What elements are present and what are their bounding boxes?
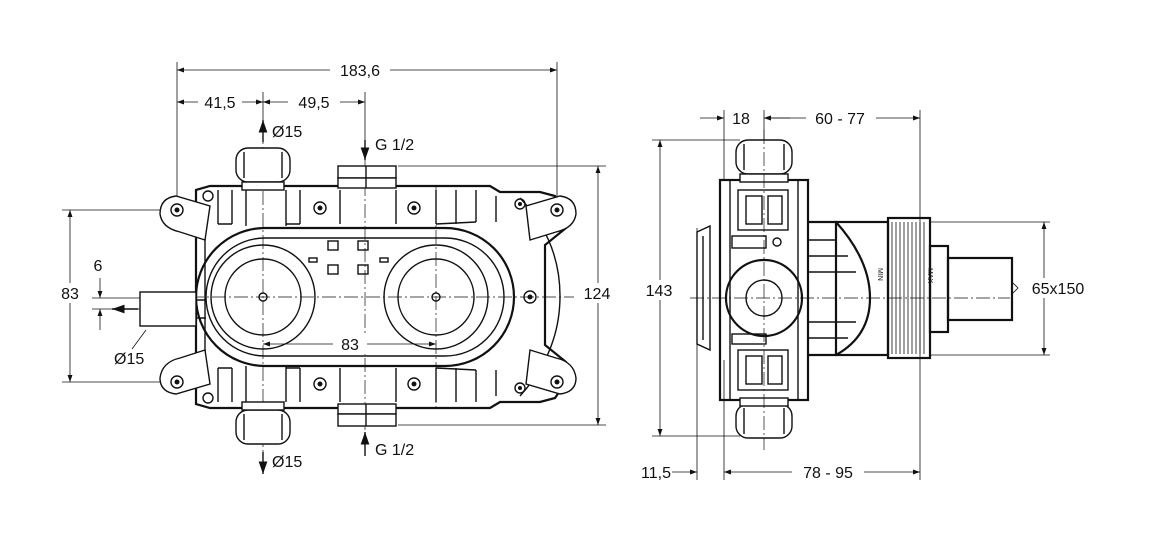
dim-11-5: 11,5 — [641, 465, 671, 482]
mount-ear-top-right — [525, 195, 577, 241]
dim-bg — [330, 60, 390, 80]
screw-dot — [317, 381, 323, 387]
dim-depth-range: 60 - 77 — [815, 111, 865, 128]
top-outlet-fitting — [235, 147, 291, 191]
dim-bg — [806, 108, 876, 128]
center-squares — [308, 240, 389, 275]
dim-box: 65x150 — [1032, 281, 1085, 298]
dim-bg — [333, 334, 367, 354]
dim-18: 18 — [732, 111, 750, 128]
label-top-outlet: Ø15 — [272, 124, 302, 141]
screw — [514, 382, 526, 394]
spindle-ribs — [808, 239, 856, 339]
dim-bg — [1026, 278, 1090, 298]
screw-hole-dot — [174, 379, 180, 385]
housing-outline — [194, 184, 568, 410]
top-ribs — [217, 190, 497, 226]
threaded-extension — [886, 216, 932, 360]
bottom-ribs — [217, 366, 497, 402]
dim-bg — [58, 283, 82, 303]
valve-body-inner — [729, 180, 799, 400]
screw-hole-dot — [554, 379, 560, 385]
leader-side-outlet — [131, 329, 147, 350]
label-min: MIN — [876, 268, 883, 281]
screw-hole-dot — [554, 207, 560, 213]
dim-install-range: 78 - 95 — [803, 465, 853, 482]
spindle-collar — [928, 244, 950, 334]
screw — [313, 201, 327, 215]
dim-overall-width: 183,6 — [340, 63, 380, 80]
upper-cartridge — [731, 189, 789, 249]
lower-cartridge — [731, 333, 789, 391]
label-bottom-inlet: G 1/2 — [375, 442, 414, 459]
mount-plate — [696, 224, 711, 352]
screw-dot — [518, 202, 522, 206]
dim-bg — [198, 92, 242, 112]
screw-dot — [411, 381, 417, 387]
dim-outlet-offset: 6 — [94, 258, 103, 275]
side-view: 18 60 - 77 143 65x150 11,5 78 - 95 — [641, 108, 1090, 482]
dim-height-83: 83 — [61, 286, 79, 303]
dim-height-124: 124 — [584, 286, 611, 303]
screw — [202, 392, 214, 404]
dim-left-offset: 41,5 — [204, 95, 235, 112]
dim-bg — [580, 283, 616, 303]
front-view: 183,6 41,5 49,5 83 6 124 — [58, 60, 616, 474]
mount-ear-bottom-right — [525, 349, 577, 395]
screw-hole — [170, 203, 184, 217]
screw-hole — [170, 375, 184, 389]
bottom-inlet-fitting — [337, 403, 397, 427]
screw-hole — [550, 203, 564, 217]
label-top-inlet: G 1/2 — [375, 137, 414, 154]
spindle-cap — [946, 256, 1014, 322]
spindle-housing — [808, 220, 872, 357]
screw — [514, 198, 526, 210]
extension-sleeve — [834, 220, 890, 357]
screw — [202, 190, 214, 202]
top-inlet-fitting — [337, 165, 397, 189]
screw-hole — [550, 375, 564, 389]
side-outlet-pipe — [139, 291, 206, 327]
dim-center-distance: 83 — [341, 337, 359, 354]
screw — [407, 377, 421, 391]
bottom-outlet-fitting — [235, 401, 291, 445]
cap-chevron — [1011, 281, 1019, 295]
mount-ear-top-left — [159, 195, 211, 241]
screw-dot — [518, 386, 522, 390]
dim-bg — [642, 280, 678, 300]
dim-height-143: 143 — [646, 283, 673, 300]
screw — [313, 377, 327, 391]
mount-ear-bottom-left — [159, 349, 211, 395]
dim-bg — [792, 462, 864, 482]
screw-dot — [411, 205, 417, 211]
label-bottom-outlet: Ø15 — [272, 454, 302, 471]
label-side-outlet: Ø15 — [114, 351, 144, 368]
dim-center-offset: 49,5 — [298, 95, 329, 112]
dim-bg — [728, 108, 758, 128]
screw-dot — [317, 205, 323, 211]
screw — [407, 201, 421, 215]
screw-hole-dot — [174, 207, 180, 213]
dim-bg — [288, 92, 340, 112]
